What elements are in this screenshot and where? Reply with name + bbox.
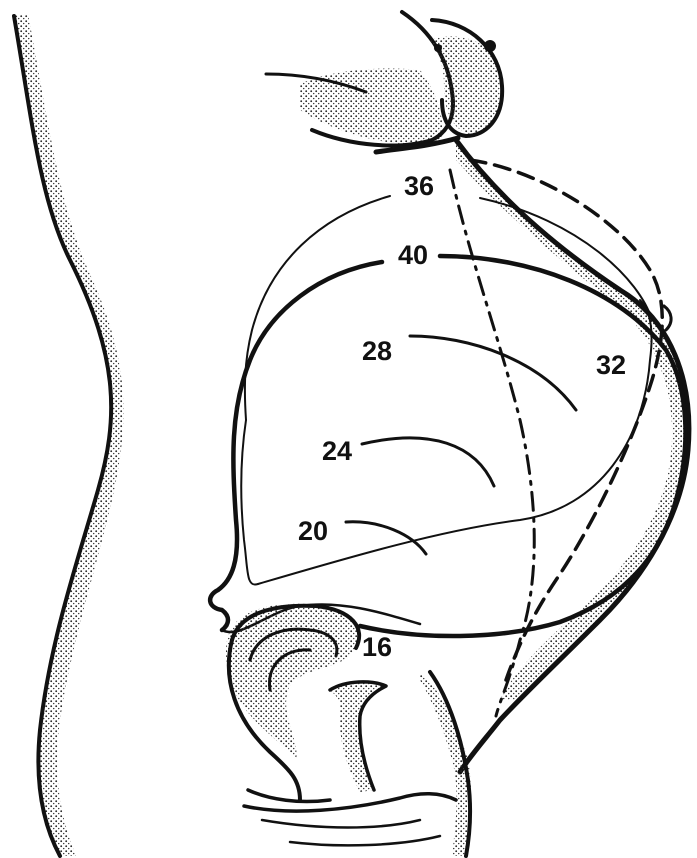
label-week-32: 32 [596, 350, 626, 380]
week-labels: 36 40 28 32 24 20 16 [298, 171, 626, 662]
back-outline [14, 14, 123, 856]
label-week-28: 28 [362, 336, 392, 366]
uterus-contours [210, 196, 685, 636]
label-week-16: 16 [362, 632, 392, 662]
label-week-24: 24 [322, 436, 352, 466]
pelvic-region [226, 604, 471, 856]
label-week-40: 40 [398, 240, 428, 270]
label-week-20: 20 [298, 516, 328, 546]
breast [266, 12, 502, 152]
label-week-36: 36 [404, 171, 434, 201]
